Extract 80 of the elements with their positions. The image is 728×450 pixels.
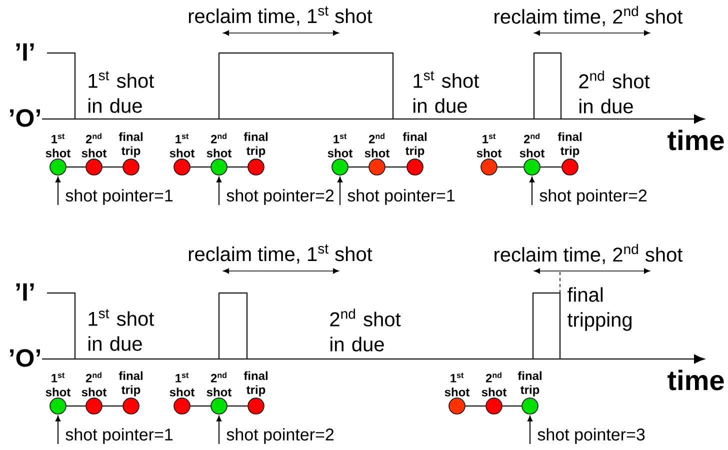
text-label: 1$^{st}$ shot in due	[88, 71, 154, 113]
connector-line	[384, 166, 408, 168]
indicator-lamp: 2$^{nd}$ shot	[82, 372, 107, 414]
text-label: 1$^{st}$ shot in due	[414, 71, 480, 113]
edge-label: shot pointer=1	[348, 189, 455, 205]
node-label: final trip	[518, 371, 542, 396]
text-label: reclaim time, 1$^{st}$ shot	[188, 6, 372, 26]
pointer-arrow	[527, 416, 533, 444]
indicator-lamp: 1$^{st}$ shot	[328, 134, 353, 176]
text-label: ’O’	[10, 349, 40, 367]
indicator-lamp: 2$^{nd}$ shot	[482, 372, 507, 414]
indicator-lamp: 2$^{nd}$ shot	[364, 133, 390, 176]
pointer-arrow	[55, 416, 61, 444]
indicator-lamp: 2$^{nd}$ shot	[520, 133, 545, 176]
indicator-lamp: final trip	[118, 371, 142, 414]
node-label: final trip	[118, 132, 142, 158]
node-label: 2$^{nd}$ shot	[482, 372, 507, 396]
edge-label: shot pointer=3	[538, 428, 645, 444]
edge-label: shot pointer=2	[226, 428, 334, 444]
connector-line	[496, 166, 524, 168]
pointer-arrow	[529, 176, 535, 206]
node-label: final trip	[244, 132, 268, 158]
connector-line	[540, 166, 562, 168]
node-label: 1$^{st}$ shot	[170, 134, 195, 158]
text-label: ’O’	[10, 109, 40, 127]
node-label: 2$^{nd}$ shot	[206, 133, 232, 158]
indicator-lamp: final trip	[244, 371, 268, 414]
indicator-lamp: final trip	[118, 132, 142, 176]
text-label: reclaim time, 2$^{nd}$ shot	[494, 244, 683, 264]
node-label: 1$^{st}$ shot	[476, 134, 502, 158]
text-label: time	[668, 130, 724, 150]
indicator-lamp: 1$^{st}$ shot	[476, 134, 502, 176]
text-label: time	[668, 370, 724, 390]
node-label: 2$^{nd}$ shot	[364, 133, 390, 158]
text-label: 1$^{st}$ shot in due	[88, 309, 154, 351]
indicator-lamp: 1$^{st}$ shot	[170, 372, 195, 414]
indicator-lamp: 1$^{st}$ shot	[46, 134, 71, 176]
node-label: final trip	[244, 371, 268, 396]
connector-line	[348, 166, 370, 168]
pointer-arrow	[216, 176, 222, 206]
text-label: reclaim time, 2$^{nd}$ shot	[494, 6, 683, 26]
indicator-lamp: 1$^{st}$ shot	[444, 372, 470, 414]
connector-line	[66, 166, 86, 168]
text-label: reclaim time, 1$^{st}$ shot	[188, 244, 372, 264]
node-label: 2$^{nd}$ shot	[206, 372, 232, 396]
indicator-lamp: final trip	[518, 371, 542, 414]
indicator-lamp: final trip	[402, 132, 426, 176]
text-label: 2$^{nd}$ shot in due	[330, 308, 401, 352]
edge-label: shot pointer=1	[66, 189, 173, 205]
text-label: final tripping	[568, 287, 632, 331]
node-label: 2$^{nd}$ shot	[520, 133, 545, 158]
pointer-arrow	[55, 176, 61, 206]
connector-line	[226, 166, 248, 168]
node-label: 1$^{st}$ shot	[328, 134, 353, 158]
indicator-lamp: final trip	[558, 132, 582, 176]
node-label: 1$^{st}$ shot	[46, 372, 71, 396]
edge-label: shot pointer=2	[540, 189, 647, 205]
indicator-lamp: 2$^{nd}$ shot	[82, 133, 107, 176]
pointer-arrow	[216, 416, 222, 444]
edge-label: shot pointer=2	[226, 189, 334, 205]
node-label: 2$^{nd}$ shot	[82, 372, 107, 396]
node-label: final trip	[558, 132, 582, 158]
node-label: final trip	[118, 371, 142, 396]
indicator-lamp: 1$^{st}$ shot	[46, 372, 71, 414]
connector-line	[102, 166, 124, 168]
text-label: ’I’	[16, 43, 34, 61]
node-label: 2$^{nd}$ shot	[82, 133, 107, 158]
indicator-lamp: 2$^{nd}$ shot	[206, 133, 232, 176]
node-label: 1$^{st}$ shot	[170, 372, 195, 396]
indicator-lamp: 2$^{nd}$ shot	[206, 372, 232, 414]
node-label: 1$^{st}$ shot	[46, 134, 71, 158]
text-label: ’I’	[16, 283, 34, 301]
connector-line	[190, 166, 212, 168]
indicator-lamp: final trip	[244, 132, 268, 176]
node-label: final trip	[402, 132, 426, 158]
indicator-lamp: 1$^{st}$ shot	[170, 134, 195, 176]
node-label: 1$^{st}$ shot	[444, 372, 470, 396]
pointer-arrow	[337, 176, 343, 206]
text-label: 2$^{nd}$ shot in due	[579, 70, 650, 114]
edge-label: shot pointer=1	[66, 428, 173, 444]
